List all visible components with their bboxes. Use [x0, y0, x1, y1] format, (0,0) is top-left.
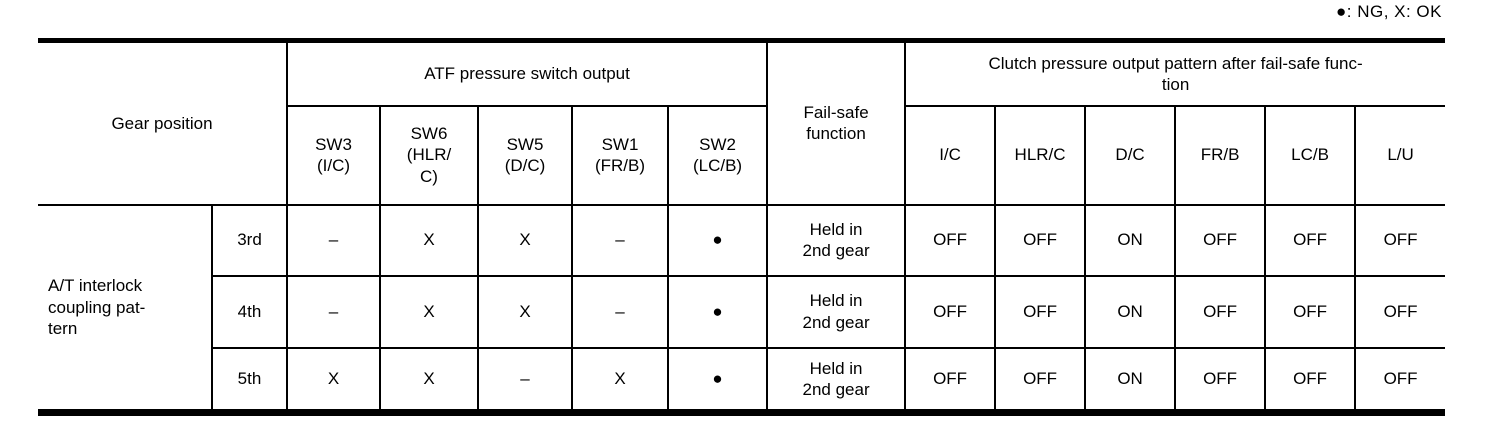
cell-3rd-lu: OFF	[1354, 203, 1446, 277]
header-atf-group: ATF pressure switch output	[285, 39, 769, 107]
col-header-lcb: LC/B	[1264, 104, 1357, 206]
cell-gear-4th: 4th	[211, 274, 288, 349]
cell-3rd-sw2: ●	[666, 203, 769, 277]
cell-3rd-fail-safe: Held in 2nd gear	[766, 203, 907, 277]
col-header-ic: I/C	[904, 104, 997, 206]
cell-4th-sw3: –	[286, 274, 381, 349]
cell-5th-lcb: OFF	[1264, 346, 1357, 414]
header-clutch-group: Clutch pressure output pattern after fai…	[904, 39, 1446, 107]
cell-3rd-lcb: OFF	[1264, 203, 1357, 277]
col-header-lu: L/U	[1354, 104, 1446, 206]
cell-5th-sw1: X	[571, 346, 669, 414]
col-header-sw5-dc: SW5 (D/C)	[477, 104, 573, 206]
col-header-sw6-hlrc: SW6 (HLR/ C)	[379, 104, 479, 206]
cell-4th-hlrc: OFF	[994, 274, 1087, 349]
cell-4th-sw6: X	[379, 274, 479, 349]
cell-3rd-ic: OFF	[904, 203, 997, 277]
cell-4th-sw2: ●	[666, 274, 769, 349]
cell-5th-sw2: ●	[666, 346, 769, 414]
col-header-frb: FR/B	[1174, 104, 1267, 206]
cell-4th-dc: ON	[1084, 274, 1177, 349]
cell-4th-lu: OFF	[1354, 274, 1446, 349]
col-header-sw1-frb: SW1 (FR/B)	[571, 104, 669, 206]
col-header-sw3-ic: SW3 (I/C)	[286, 104, 381, 206]
cell-gear-5th: 5th	[211, 346, 288, 414]
header-fail-safe-function: Fail-safe function	[766, 39, 907, 206]
cell-gear-3rd: 3rd	[211, 203, 288, 277]
cell-3rd-dc: ON	[1084, 203, 1177, 277]
cell-5th-ic: OFF	[904, 346, 997, 414]
cell-5th-dc: ON	[1084, 346, 1177, 414]
header-gear-position: Gear position	[38, 39, 288, 206]
row-group-label: A/T interlock coupling pat- tern	[38, 203, 213, 414]
cell-5th-sw6: X	[379, 346, 479, 414]
symbol-legend: ●: NG, X: OK	[1335, 2, 1442, 21]
cell-3rd-sw1: –	[571, 203, 669, 277]
cell-4th-sw1: –	[571, 274, 669, 349]
cell-4th-sw5: X	[477, 274, 573, 349]
cell-5th-hlrc: OFF	[994, 346, 1087, 414]
cell-4th-fail-safe: Held in 2nd gear	[766, 274, 907, 349]
cell-4th-frb: OFF	[1174, 274, 1267, 349]
cell-3rd-sw6: X	[379, 203, 479, 277]
header-row-columns: SW3 (I/C) SW6 (HLR/ C) SW5 (D/C) SW1 (FR…	[38, 104, 1446, 206]
cell-3rd-hlrc: OFF	[994, 203, 1087, 277]
col-header-dc: D/C	[1084, 104, 1177, 206]
table-row-3rd: A/T interlock coupling pat- tern 3rd – X…	[38, 203, 1446, 414]
cell-5th-sw3: X	[286, 346, 381, 414]
col-header-hlrc: HLR/C	[994, 104, 1087, 206]
cell-5th-lu: OFF	[1354, 346, 1446, 414]
cell-5th-fail-safe: Held in 2nd gear	[766, 346, 907, 414]
col-header-sw2-lcb: SW2 (LC/B)	[666, 104, 769, 206]
cell-4th-lcb: OFF	[1264, 274, 1357, 349]
fail-safe-spec-table: Gear position ATF pressure switch output…	[38, 38, 1446, 416]
table-row-4th: 4th – X X – ● Held in 2nd gear OFF OFF O…	[38, 274, 1446, 349]
cell-3rd-sw3: –	[286, 203, 381, 277]
header-row-groups: Gear position ATF pressure switch output…	[38, 39, 1446, 206]
cell-3rd-sw5: X	[477, 203, 573, 277]
cell-5th-frb: OFF	[1174, 346, 1267, 414]
cell-5th-sw5: –	[477, 346, 573, 414]
cell-4th-ic: OFF	[904, 274, 997, 349]
table-row-5th: 5th X X – X ● Held in 2nd gear OFF OFF O…	[38, 346, 1446, 414]
cell-3rd-frb: OFF	[1174, 203, 1267, 277]
